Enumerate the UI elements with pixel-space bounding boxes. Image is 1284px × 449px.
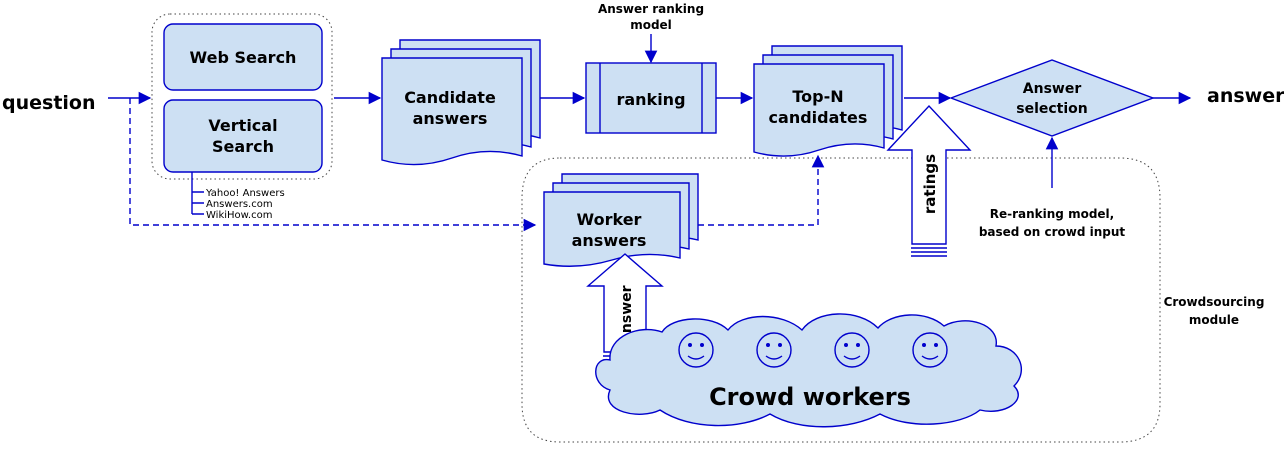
worker-answers-label-line1: Worker [577,210,642,229]
search-group-outline [151,13,333,180]
web-search-box [163,23,323,91]
topn-candidates-stack-front [753,63,885,157]
source-answers-com: Answers.com [206,199,273,210]
reranking-model-label-line2: based on crowd input [979,225,1126,239]
vertical-search-box [163,99,323,173]
crowd-worker-face-4 [912,332,948,368]
crowdsourcing-module-label-line1: Crowdsourcing [1164,295,1265,309]
crowdsourcing-module-outline [521,157,1161,443]
topn-candidates-label-line1: Top-N [792,87,843,106]
worker-answers-label-line2: answers [572,231,647,250]
ranking-label: ranking [616,90,685,109]
vertical-search-label-line2: Search [212,137,274,156]
crowdsourcing-module-label-line2: module [1189,313,1239,327]
answer-ranking-model-label-line2: model [630,18,672,32]
topn-candidates-label-line2: candidates [769,108,868,127]
answer-selection-diamond [949,59,1155,137]
ratings-block-arrow [886,104,972,245]
answer-selection-label-line1: Answer [1023,81,1082,97]
ratings-label: ratings [921,154,939,214]
web-search-label: Web Search [190,48,297,67]
worker-answers-stack-front [543,191,681,267]
answer-selection-label-line2: selection [1016,101,1088,117]
crowd-worker-face-3 [834,332,870,368]
workers-to-topn-dashed-arrow [698,154,825,226]
reranking-model-label-line1: Re-ranking model, [990,207,1114,221]
sources-bracket [191,172,204,215]
crowd-worker-face-2 [756,332,792,368]
answer-ranking-model-label-line1: Answer ranking [598,2,704,16]
vertical-search-label-line1: Vertical [208,116,277,135]
crowd-worker-face-1 [678,332,714,368]
answer-output-label: answer [1207,85,1284,107]
crowd-workers-label: Crowd workers [709,383,911,411]
candidate-answers-stack-front [381,57,523,166]
question-to-workers-dashed-arrow [129,98,537,232]
answer-arrow-label: answer [619,285,635,342]
candidate-answers-label-line2: answers [413,109,488,128]
candidate-answers-label-line1: Candidate [404,88,496,107]
source-yahoo-answers: Yahoo! Answers [205,188,285,199]
source-wikihow-com: WikiHow.com [206,210,272,221]
question-label: question [2,92,96,114]
ranking-box [585,62,717,134]
